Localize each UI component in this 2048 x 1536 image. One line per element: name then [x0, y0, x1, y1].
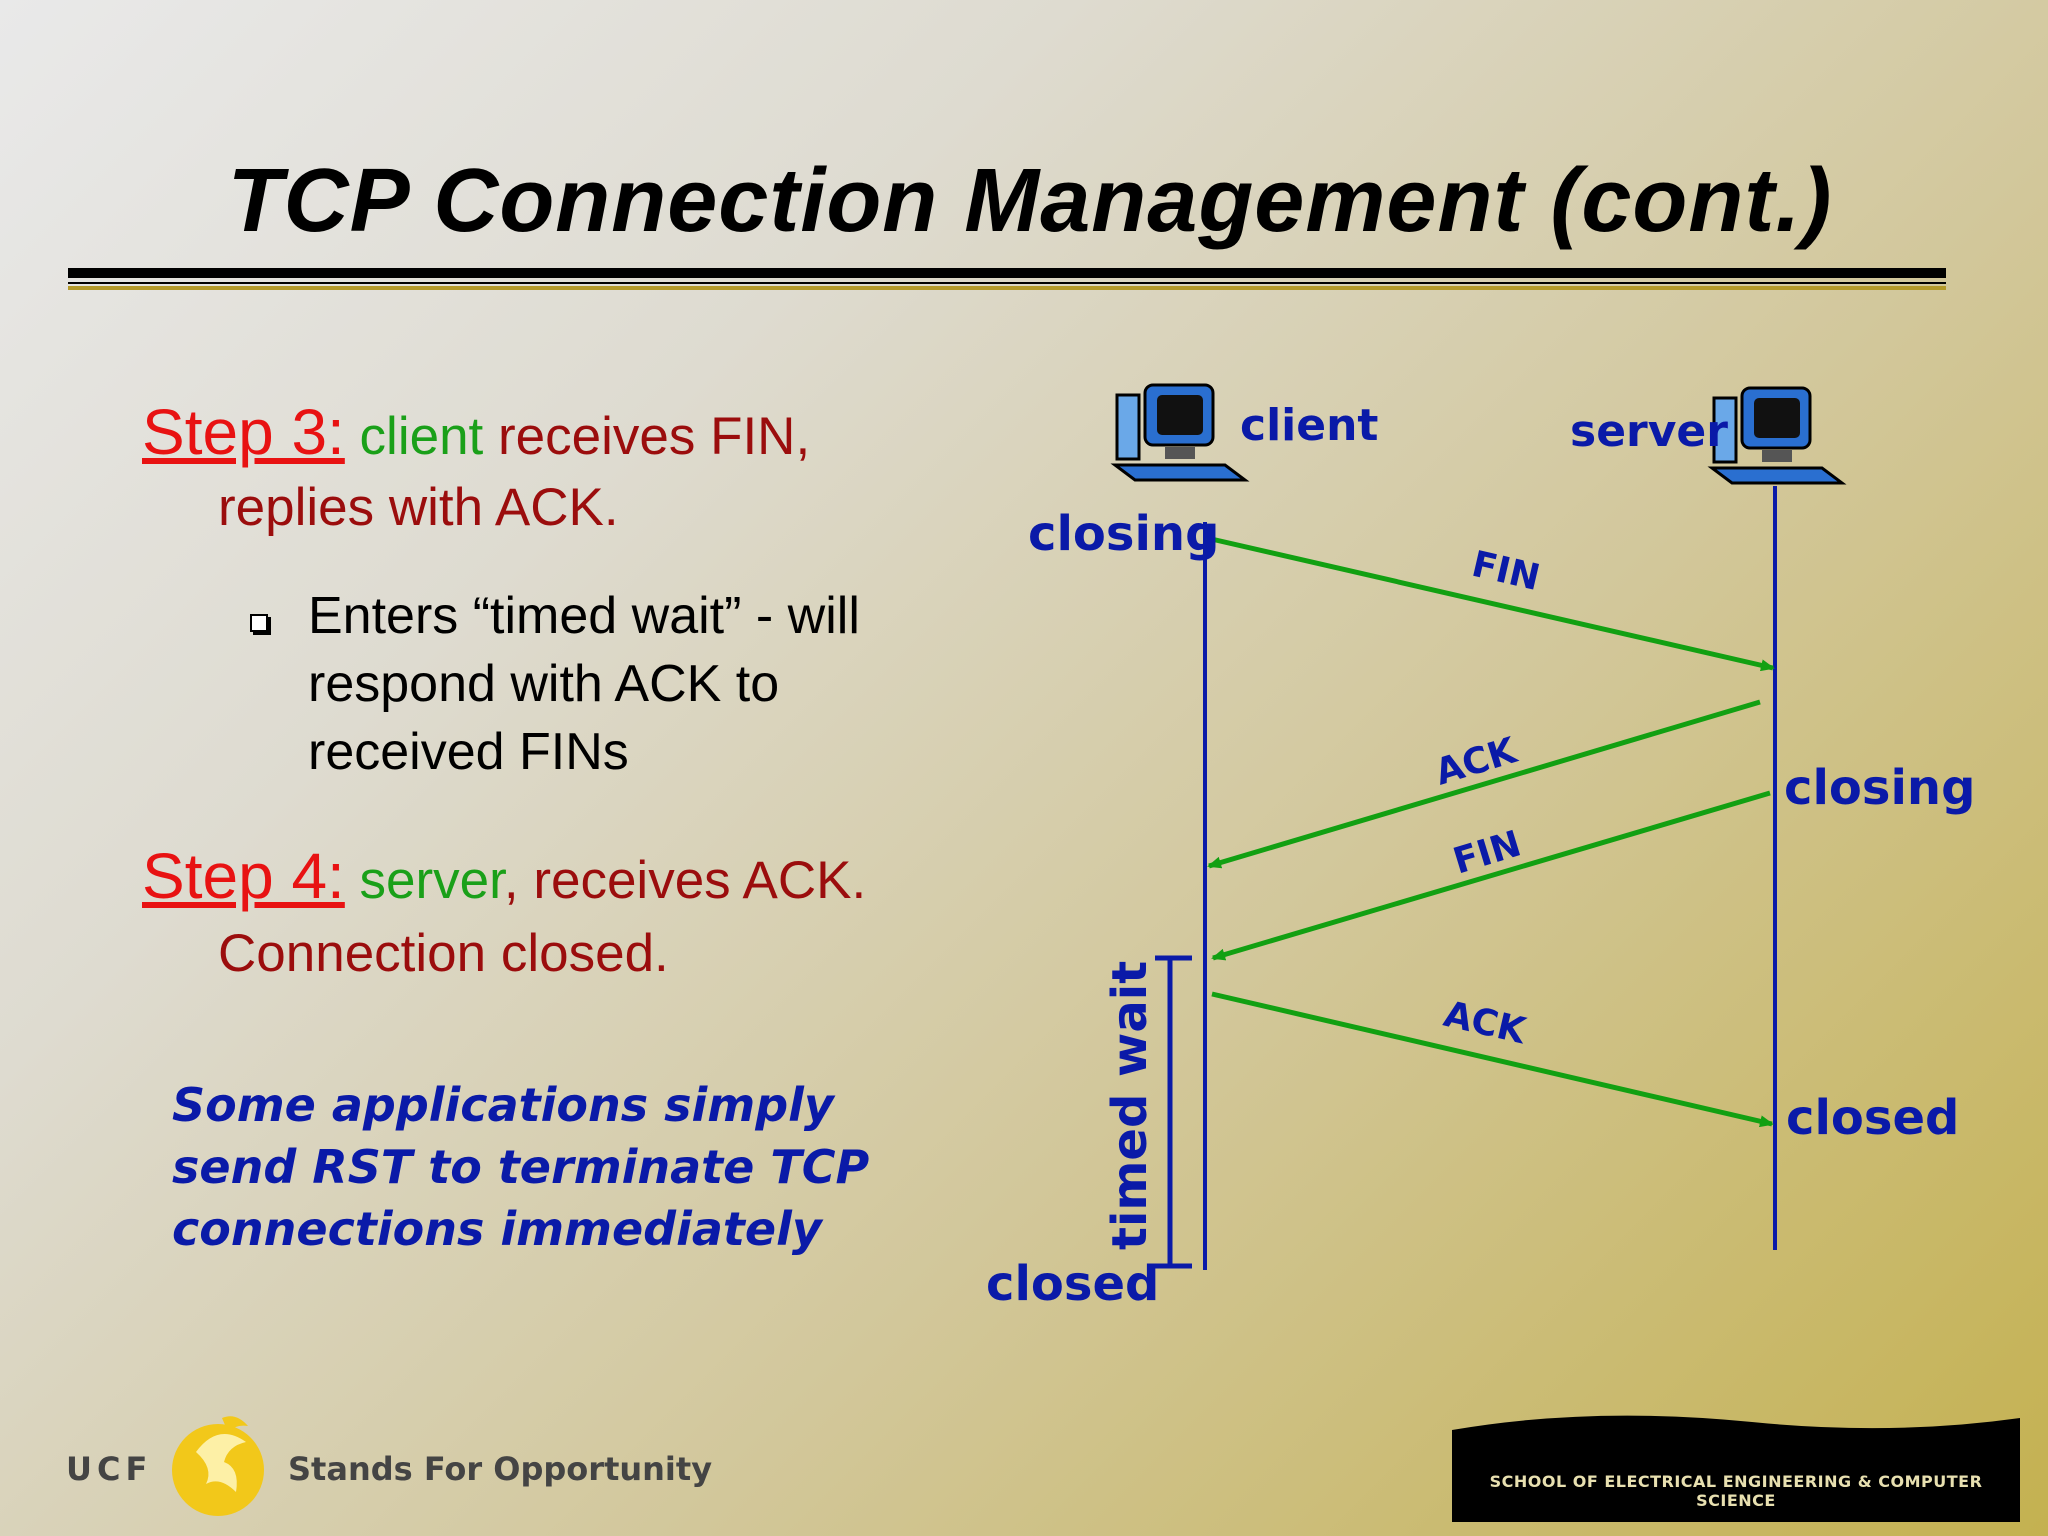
server-label: server [1570, 406, 1728, 457]
bullet-text: Enters “timed wait” - will respond with … [308, 582, 948, 786]
bullet-square-icon [250, 614, 268, 632]
title-rule-gold [68, 286, 1946, 290]
step4-line1: Step 4: server, receives ACK. [142, 840, 866, 917]
note-line: connections immediately [172, 1202, 822, 1256]
dept-name: SCHOOL OF ELECTRICAL ENGINEERING & COMPU… [1489, 1472, 1983, 1510]
dept-banner [1452, 1415, 2020, 1522]
title-rule-thin [68, 282, 1946, 284]
ucf-wordmark: UCF [66, 1450, 153, 1488]
ack-arrow-server-to-client [1207, 699, 1761, 869]
bullet-line: respond with ACK to [308, 655, 780, 713]
bullet-line: received FINs [308, 723, 629, 781]
step4-who: server [359, 851, 504, 910]
client-computer-icon [1110, 383, 1250, 482]
bullet-line: Enters “timed wait” - will [308, 587, 860, 645]
server-closing-label: closing [1784, 760, 1976, 816]
title-rule [68, 268, 1946, 278]
step3-label: Step 3: [142, 396, 345, 468]
fin1-label: FIN [1468, 544, 1544, 599]
server-computer-icon [1707, 386, 1847, 485]
step4-line2: Connection closed. [218, 924, 669, 983]
timed-wait-label: timed wait [1102, 961, 1158, 1250]
step4-rest: , receives ACK. [503, 851, 867, 910]
client-label: client [1240, 400, 1379, 451]
ack2-label: ACK [1440, 994, 1530, 1053]
ack-arrow-client-to-server [1211, 991, 1774, 1128]
server-closed-label: closed [1786, 1090, 1960, 1146]
client-closing-label: closing [1028, 506, 1220, 562]
client-closed-label: closed [986, 1256, 1160, 1312]
step3-who: client [359, 407, 484, 466]
step3-line2: replies with ACK. [218, 478, 619, 537]
step4-label: Step 4: [142, 840, 345, 912]
fin2-label: FIN [1449, 823, 1526, 882]
slide-title: TCP Connection Management (cont.) [227, 151, 1833, 251]
note-line: send RST to terminate TCP [172, 1140, 870, 1194]
timed-wait-bracket [1155, 955, 1192, 1269]
fin-arrow-server-to-client [1211, 790, 1771, 961]
footer-tagline: Stands For Opportunity [288, 1450, 713, 1488]
step3-rest: receives FIN, [483, 407, 811, 466]
rst-note: Some applications simply send RST to ter… [172, 1074, 912, 1260]
fin-arrow-client-to-server [1206, 535, 1775, 672]
note-line: Some applications simply [172, 1078, 834, 1132]
step3-line1: Step 3: client receives FIN, [142, 396, 810, 473]
pegasus-logo-icon [172, 1416, 264, 1516]
